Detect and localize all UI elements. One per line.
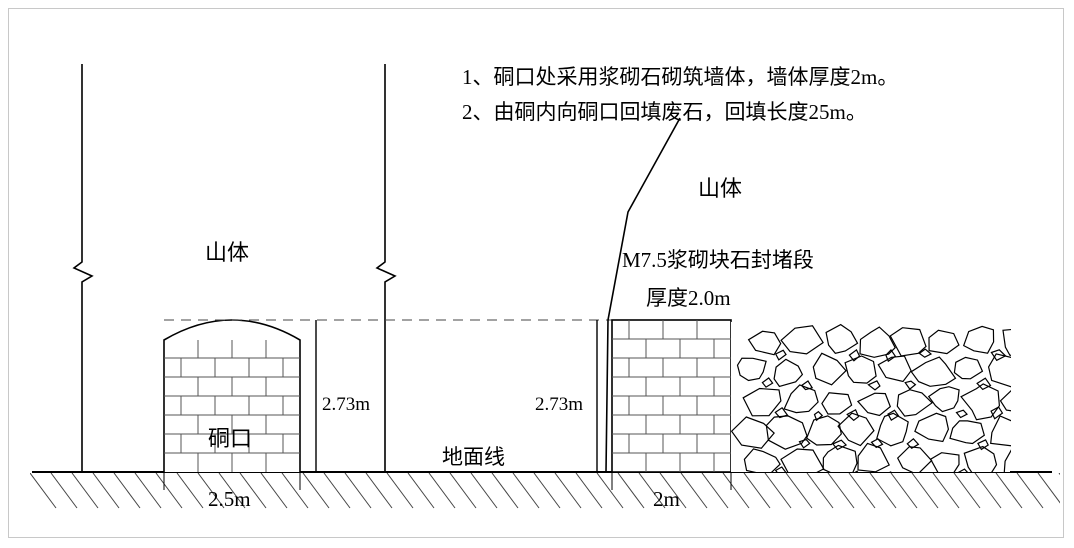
- mountain-break-line-left-2: [375, 64, 397, 472]
- ground-line-label: 地面线: [442, 445, 505, 469]
- height-label-left: 2.73m: [322, 394, 370, 415]
- note-2: 2、由硐内向硐口回填废石，回填长度25m。: [462, 100, 867, 124]
- plug-thickness-label: 厚度2.0m: [646, 286, 731, 310]
- drawing-frame: [8, 8, 1064, 538]
- mountain-break-line-left-1: [72, 64, 94, 472]
- note-1: 1、硐口处采用浆砌石砌筑墙体，墙体厚度2m。: [462, 65, 898, 89]
- mountain-label-left: 山体: [205, 240, 249, 265]
- masonry-plug-wall: [611, 319, 732, 473]
- height-label-right: 2.73m: [535, 394, 583, 415]
- plug-label: M7.5浆砌块石封堵段: [622, 248, 814, 272]
- width-dimension-right: [611, 472, 732, 490]
- width-label-left: 2.5m: [208, 487, 251, 511]
- opening-brick-wall: [163, 319, 301, 472]
- opening-label: 硐口: [208, 426, 252, 451]
- width-dimension-left: [163, 472, 301, 490]
- width-label-right: 2m: [653, 487, 680, 511]
- mountain-slope-line: [605, 117, 681, 473]
- waste-rock-backfill: [731, 318, 1011, 473]
- ground-hatching: [30, 473, 1060, 509]
- mountain-label-right: 山体: [698, 176, 742, 201]
